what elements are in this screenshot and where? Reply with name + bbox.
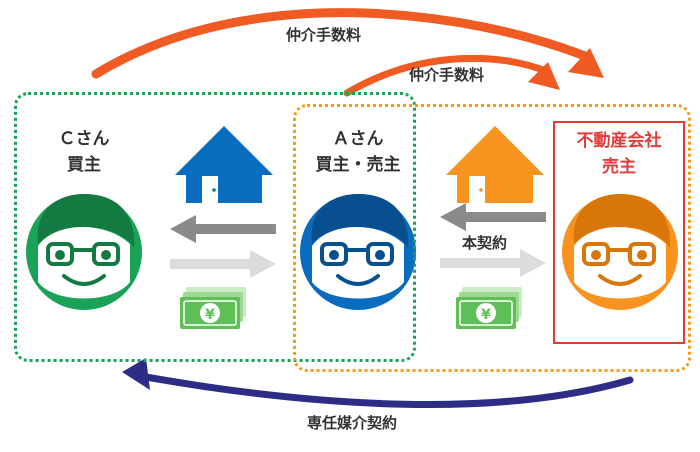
fee-arrow-top-head <box>568 48 604 78</box>
yen-left: ¥ <box>205 307 215 323</box>
person-a-name: Ａさん <box>332 129 384 149</box>
agent-label: 不動産会社 売主 <box>558 128 680 180</box>
house-blue-icon <box>175 126 273 203</box>
group-c-a-box <box>14 92 416 362</box>
arrow-house-to-c <box>170 215 276 243</box>
arrow-money-to-agent <box>440 249 546 277</box>
fee-label-top: 仲介手数料 <box>286 26 362 44</box>
face-c-icon <box>26 194 142 310</box>
fee-arrow-middle-head <box>528 62 560 90</box>
agent-name: 不動産会社 <box>576 131 662 151</box>
person-c-name: Ｃさん <box>58 129 110 149</box>
arrow-house-to-a <box>440 203 546 231</box>
group-a-agent-box <box>293 104 691 372</box>
exclusive-arrow-head <box>122 358 150 390</box>
person-a-label: Ａさん 買主・売主 <box>303 126 413 178</box>
contract-exclusive-label: 専任媒介契約 <box>307 414 398 432</box>
face-a-icon <box>300 194 416 310</box>
fee-arrow-middle <box>343 54 552 97</box>
contract-main-label: 本契約 <box>462 234 508 252</box>
person-c-role: 買主 <box>67 155 101 175</box>
agent-role: 売主 <box>602 157 636 177</box>
face-agent-icon <box>562 194 678 310</box>
arrow-money-to-a <box>170 250 276 278</box>
fee-arrow-top <box>91 8 595 79</box>
person-a-role: 買主・売主 <box>315 155 401 175</box>
house-orange-icon <box>446 126 544 203</box>
fee-label-middle: 仲介手数料 <box>409 66 485 84</box>
person-c-label: Ｃさん 買主 <box>44 126 124 178</box>
exclusive-arrow <box>136 372 634 408</box>
agent-highlight-box <box>553 121 685 344</box>
yen-right: ¥ <box>481 307 491 323</box>
